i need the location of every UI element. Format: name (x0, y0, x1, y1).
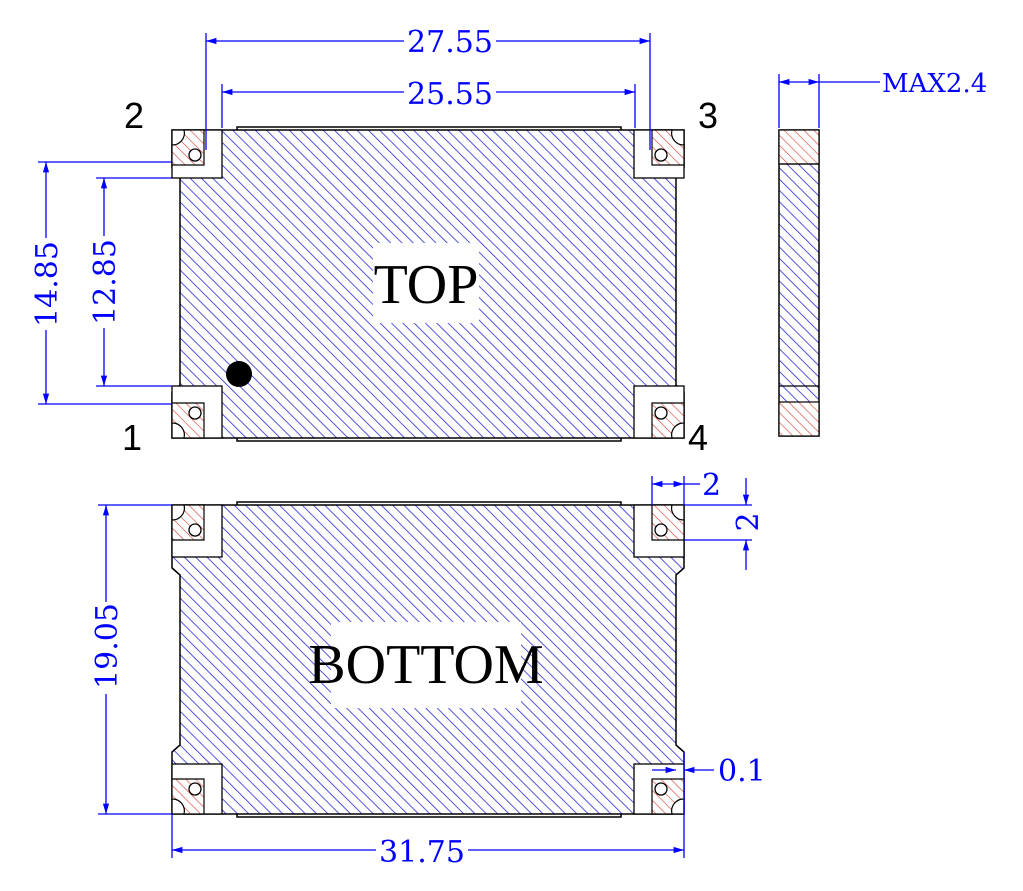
dim-bottom-height: 19.05 (90, 603, 125, 689)
top-pad-1 (171, 385, 223, 439)
pin-label-1: 1 (122, 417, 142, 458)
bottom-pad-bottom-left (171, 763, 223, 815)
dim-top-inner-height: 12.85 (88, 239, 123, 325)
top-pad-3 (633, 129, 685, 179)
bottom-pad-bottom-right (633, 763, 685, 815)
top-view: TOP 2 3 1 4 (122, 95, 718, 458)
top-view-label: TOP (374, 254, 479, 316)
dim-pad-width: 2 (702, 468, 721, 503)
bottom-dimension-labels: 19.05 31.75 2 2 0.1 (88, 468, 766, 870)
bottom-view: BOTTOM (171, 501, 685, 818)
pin-1-dot (226, 361, 252, 387)
top-pad-2 (171, 129, 223, 179)
dim-pad-height: 2 (731, 512, 766, 531)
bottom-pad-top-right (633, 504, 685, 558)
dim-edge-offset: 0.1 (718, 754, 766, 789)
dim-top-inner-width: 25.55 (407, 77, 493, 112)
pin-label-2: 2 (124, 95, 144, 136)
bottom-view-label: BOTTOM (308, 634, 543, 696)
top-dimension-labels: 27.55 25.55 14.85 12.85 (30, 25, 496, 330)
dim-top-overall-width: 27.55 (407, 25, 493, 60)
bottom-pad-top-left (171, 504, 223, 558)
dim-top-overall-height: 14.85 (30, 241, 65, 327)
top-pad-4 (633, 385, 685, 439)
pin-label-3: 3 (698, 95, 718, 136)
pin-label-4: 4 (688, 417, 708, 458)
side-view (778, 129, 820, 437)
dim-bottom-width: 31.75 (379, 835, 465, 870)
side-dimensions (778, 74, 880, 128)
dim-side-thickness: MAX2.4 (882, 69, 987, 99)
